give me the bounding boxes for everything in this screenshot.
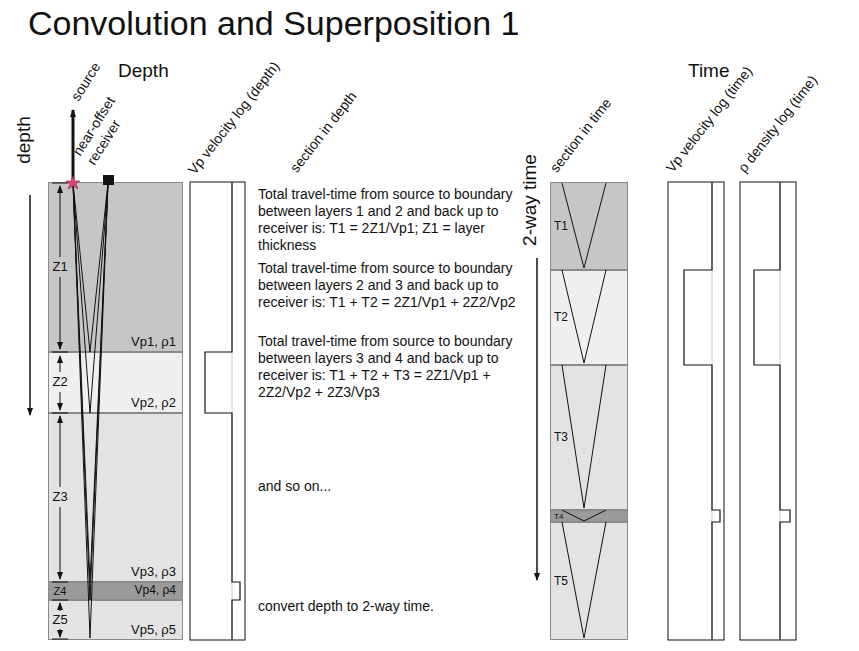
depth-layer: Vp4, ρ4 <box>48 582 183 600</box>
column-heading: Depth <box>118 60 169 82</box>
explanation-note: convert depth to 2-way time. <box>258 598 434 615</box>
depth-layer: Vp3, ρ3 <box>48 413 183 582</box>
travel-time-label: T3 <box>554 431 568 444</box>
explanation-note: Total travel-time from source to boundar… <box>258 260 520 311</box>
axis-label: depth <box>13 116 35 164</box>
depth-layer: Vp1, ρ1 <box>48 182 183 352</box>
thickness-label: Z4 <box>54 584 67 598</box>
rotated-heading: ρ density log (time) <box>735 72 821 176</box>
axis-label: 2-way time <box>519 154 541 246</box>
velocity-log <box>205 182 240 640</box>
rotated-heading: source <box>68 59 105 104</box>
thickness-label: Z3 <box>53 489 68 505</box>
layer-properties: Vp4, ρ4 <box>134 583 176 598</box>
thickness-label: Z2 <box>53 374 68 390</box>
log-frame <box>740 182 796 640</box>
depth-arrow <box>29 195 31 415</box>
time-layer: T1 <box>550 182 628 270</box>
layer-properties: Vp1, ρ1 <box>131 334 176 350</box>
time-layer: T3 <box>550 365 628 510</box>
travel-time-label: T4 <box>554 512 563 521</box>
log-frame <box>668 182 724 640</box>
velocity-log <box>684 182 720 640</box>
column-heading: Time <box>688 60 730 82</box>
layer-properties: Vp3, ρ3 <box>131 564 176 580</box>
time-arrow <box>536 258 538 580</box>
time-layer: T5 <box>550 522 628 640</box>
depth-layer: Vp5, ρ5 <box>48 600 183 640</box>
log-frame <box>190 182 245 640</box>
layer-properties: Vp5, ρ5 <box>131 622 176 638</box>
explanation-note: Total travel-time from source to boundar… <box>258 333 520 401</box>
travel-time-label: T5 <box>554 575 568 588</box>
density-log <box>754 182 790 640</box>
explanation-note: and so on... <box>258 478 331 495</box>
travel-time-label: T1 <box>554 220 568 233</box>
time-layer: T2 <box>550 270 628 365</box>
explanation-note: Total travel-time from source to boundar… <box>258 186 520 254</box>
depth-layer: Vp2, ρ2 <box>48 352 183 413</box>
layer-properties: Vp2, ρ2 <box>131 395 176 411</box>
travel-time-label: T2 <box>554 311 568 324</box>
rotated-heading: section in depth <box>287 88 361 176</box>
rotated-heading: section in time <box>547 95 615 176</box>
time-layer: T4 <box>550 510 628 522</box>
thickness-label: Z1 <box>53 259 68 275</box>
thickness-label: Z5 <box>53 612 68 628</box>
rotated-heading: Vp velocity log (depth) <box>185 58 284 178</box>
title: Convolution and Superposition 1 <box>28 4 519 43</box>
receiver-square <box>103 175 114 185</box>
